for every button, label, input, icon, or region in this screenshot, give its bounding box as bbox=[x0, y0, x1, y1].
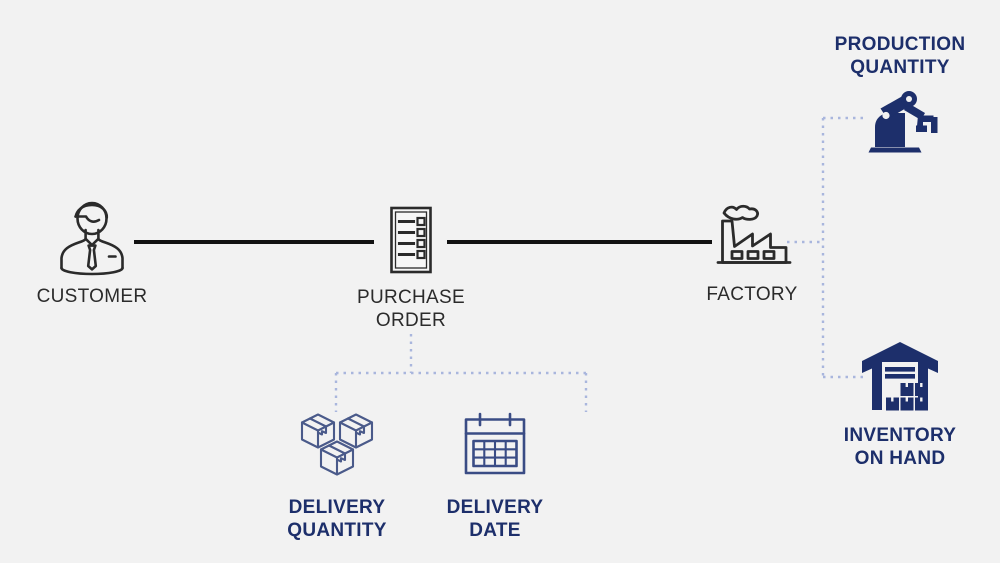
connector-customer-to-purchase-order bbox=[134, 240, 374, 244]
document-checklist-icon bbox=[383, 205, 439, 275]
node-purchase-order-label: PURCHASE ORDER bbox=[357, 287, 465, 332]
connector-purchase-order-to-factory bbox=[447, 240, 712, 244]
node-delivery-date-label: DELIVERY DATE bbox=[446, 497, 544, 542]
node-factory: FACTORY bbox=[672, 200, 832, 306]
businessperson-icon bbox=[55, 196, 129, 276]
robot-arm-icon bbox=[859, 91, 941, 153]
node-delivery-quantity-label: DELIVERY QUANTITY bbox=[287, 497, 387, 542]
node-inventory-on-hand: INVENTORY ON HAND bbox=[812, 340, 988, 470]
boxes-icon bbox=[296, 408, 378, 480]
node-delivery-date: DELIVERY DATE bbox=[415, 408, 575, 542]
node-customer-label: CUSTOMER bbox=[36, 286, 148, 307]
node-factory-label: FACTORY bbox=[706, 284, 798, 305]
factory-icon bbox=[710, 200, 794, 272]
node-purchase-order: PURCHASE ORDER bbox=[331, 205, 491, 332]
node-delivery-quantity: DELIVERY QUANTITY bbox=[257, 408, 417, 542]
node-production-quantity-label: PRODUCTION QUANTITY bbox=[834, 34, 966, 79]
node-production-quantity: PRODUCTION QUANTITY bbox=[812, 33, 988, 153]
node-inventory-on-hand-label: INVENTORY ON HAND bbox=[843, 425, 957, 470]
warehouse-icon bbox=[860, 340, 940, 412]
node-customer: CUSTOMER bbox=[12, 196, 172, 308]
calendar-icon bbox=[459, 408, 531, 480]
